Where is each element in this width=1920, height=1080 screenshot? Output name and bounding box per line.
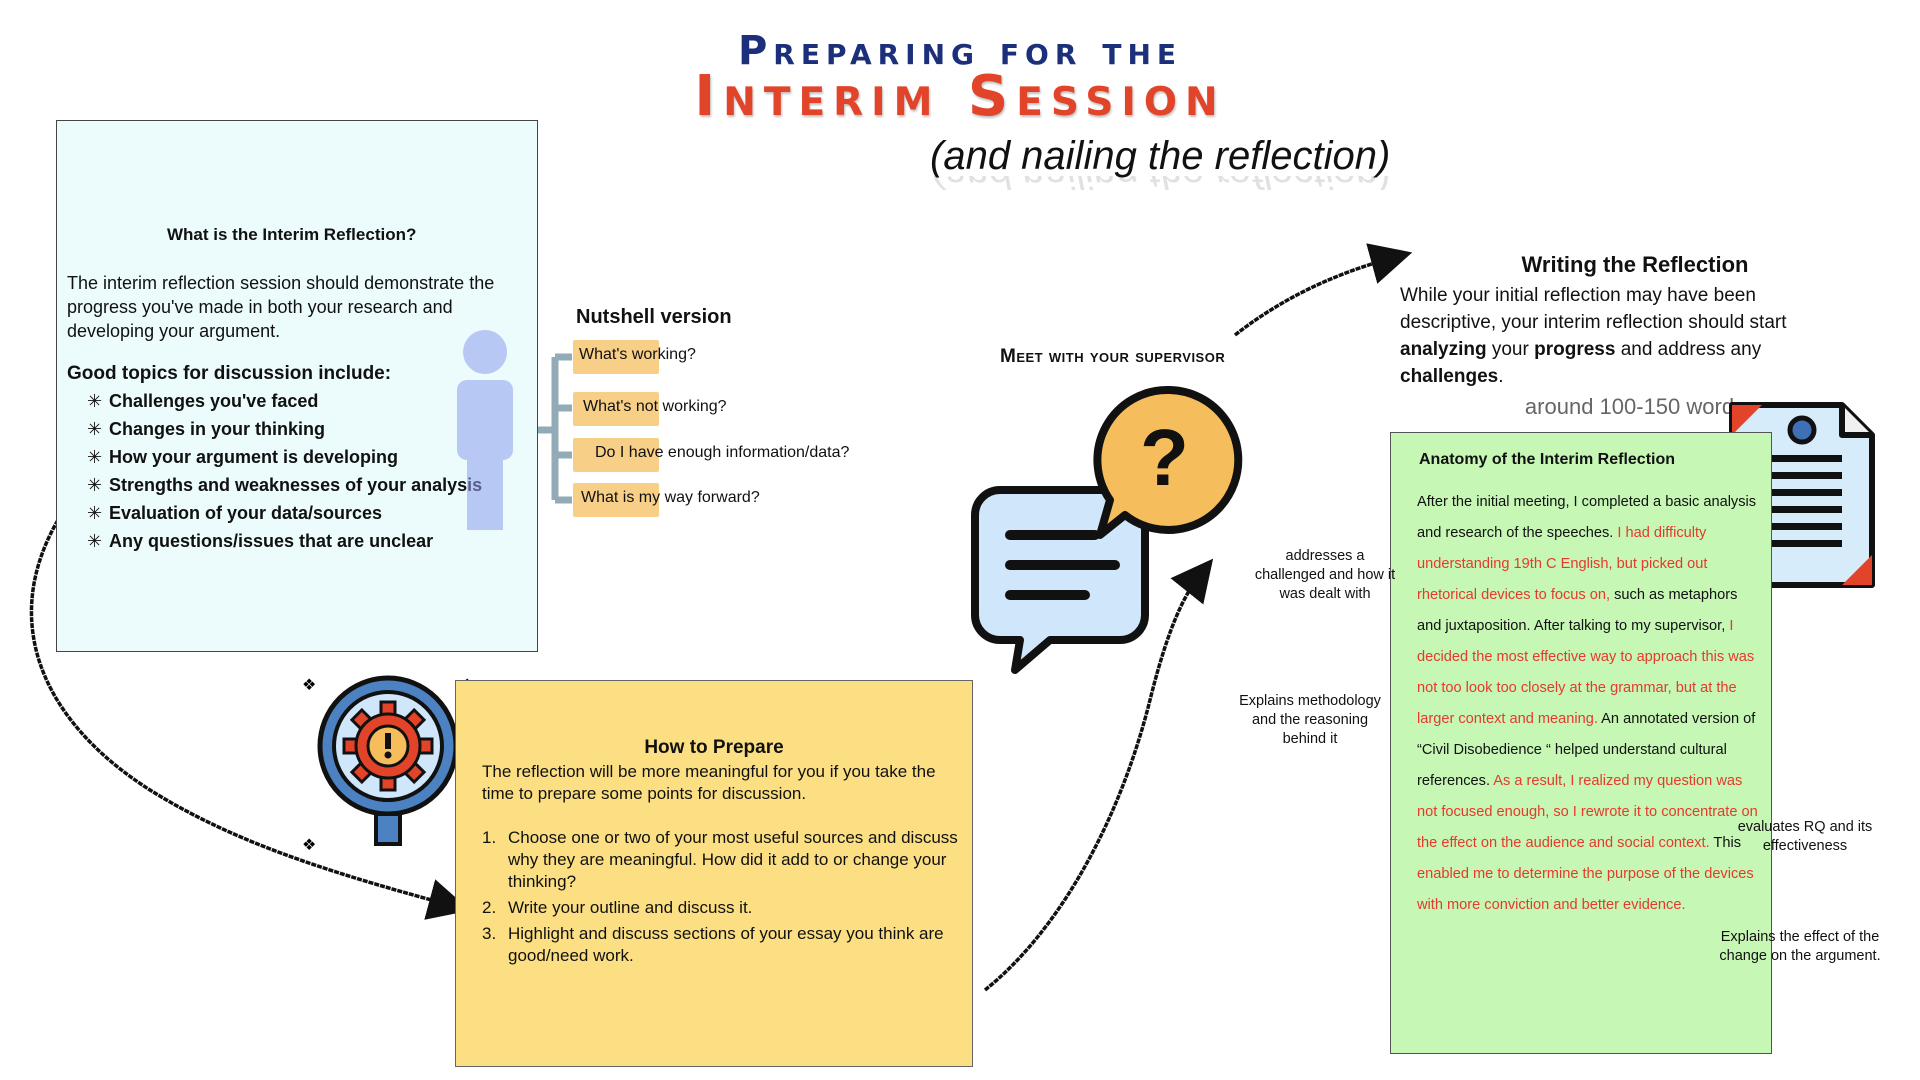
list-item: 2.Write your outline and discuss it. [482,898,753,917]
anatomy-panel: Anatomy of the Interim Reflection After … [1390,432,1772,1054]
list-item: ✳How your argument is developing [87,447,399,467]
annotation-methodology: Explains methodology and the reasoning b… [1239,693,1381,747]
topics-list: ✳Challenges you've faced ✳Changes in you… [87,387,527,555]
gear-warning-icon [317,675,459,846]
list-item: 1.Choose one or two of your most useful … [482,828,958,891]
title-line-1: Preparing for the [737,28,1183,74]
person-icon [457,330,513,530]
title-subtitle: (and nailing the reflection) [930,134,1391,178]
nutshell-item: Do I have enough information/data? [573,438,849,472]
annotation-rq: evaluates RQ and its effectiveness [1737,819,1873,854]
writing-text: While your initial reflection may have b… [1400,285,1787,387]
nutshell-item: What is my way forward? [573,483,760,517]
anatomy-text: After the initial meeting, I completed a… [1417,494,1758,913]
what-is-heading: What is the Interim Reflection? [167,225,417,244]
word-count: around 100-150 words [1524,394,1746,419]
meet-supervisor-label: Meet with your supervisor [1000,346,1226,367]
nutshell-title: Nutshell version [576,306,732,328]
list-item: ✳Evaluation of your data/sources [87,503,383,523]
list-item: ✳Any questions/issues that are unclear [87,531,434,551]
list-item: ✳Changes in your thinking [87,419,326,439]
how-to-prepare-panel: How to Prepare The reflection will be mo… [455,680,973,1067]
nutshell-item: What's not working? [573,392,727,426]
arrow-icon [983,558,1214,992]
annotation-effect: Explains the effect of the change on the… [1719,929,1881,964]
title-line-2: Interim Session [694,64,1226,129]
topics-title: Good topics for discussion include: [67,363,392,384]
list-item: ✳Challenges you've faced [87,391,319,411]
what-is-panel: What is the Interim Reflection? The inte… [56,120,538,652]
question-mark-icon: ? [1140,413,1189,502]
anatomy-title: Anatomy of the Interim Reflection [1419,451,1676,468]
svg-text:❖: ❖ [302,837,316,854]
prepare-steps: 1.Choose one or two of your most useful … [482,827,962,971]
list-item: 3.Highlight and discuss sections of your… [482,924,944,965]
what-is-text: The interim reflection session should de… [67,273,495,341]
prepare-title: How to Prepare [644,737,784,758]
svg-text:❖: ❖ [302,677,316,694]
list-item: ✳Strengths and weaknesses of your analys… [87,475,483,495]
writing-title: Writing the Reflection [1521,252,1749,277]
prepare-text: The reflection will be more meaningful f… [482,762,936,803]
arrow-icon [29,519,471,920]
chat-question-icon: ? [971,385,1243,674]
arrow-icon [1233,243,1413,337]
annotation-challenge: addresses a challenged and how it was de… [1254,548,1396,602]
nutshell-item: What's working? [573,340,696,374]
